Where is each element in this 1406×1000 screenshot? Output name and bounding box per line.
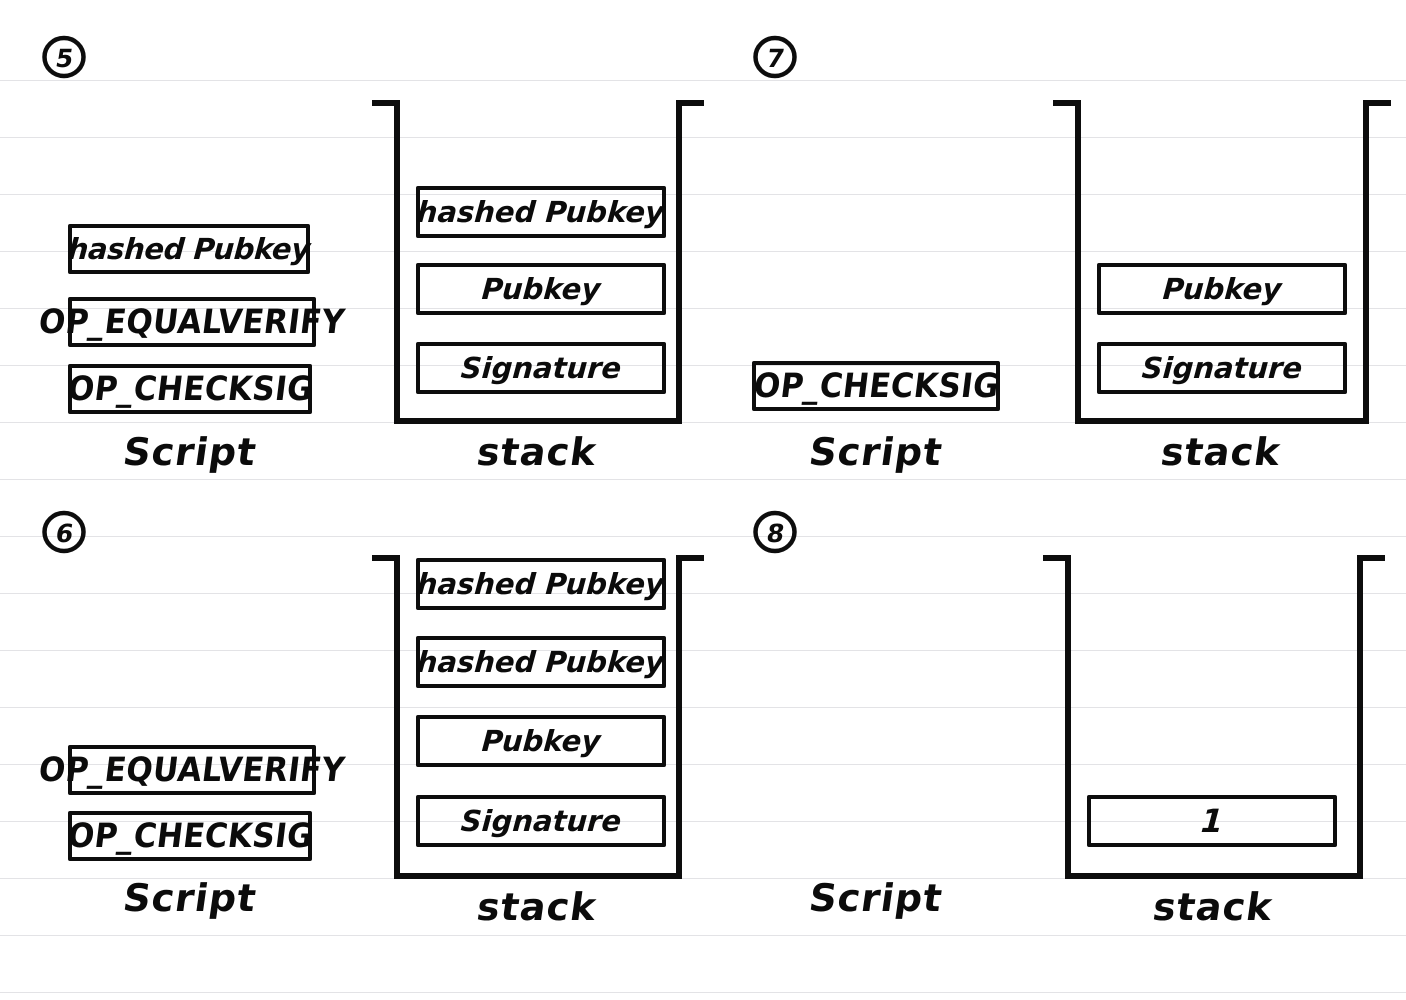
- stack-item[interactable]: hashed Pubkey: [416, 186, 666, 238]
- script-column-8: Script: [703, 500, 1048, 1000]
- stack-container-7: Pubkey Signature stack: [1053, 100, 1391, 474]
- stack-column-label: stack: [1150, 885, 1276, 929]
- step-number-badge-5: 5: [42, 35, 86, 79]
- stack-item[interactable]: Pubkey: [416, 715, 666, 767]
- stack-item[interactable]: hashed Pubkey: [416, 558, 666, 610]
- script-op-label: OP_CHECKSIG: [751, 366, 1001, 406]
- stack-items-5: hashed Pubkey Pubkey Signature: [410, 100, 666, 424]
- step-number-badge-6: 6: [42, 510, 86, 554]
- stack-flange-left: [1043, 555, 1071, 561]
- stack-item-label: 1: [1199, 802, 1225, 840]
- stack-container-5: hashed Pubkey Pubkey Signature stack: [372, 100, 704, 474]
- script-op-box[interactable]: OP_CHECKSIG: [65, 364, 315, 414]
- script-op-box[interactable]: OP_CHECKSIG: [751, 361, 1001, 411]
- script-column-label: Script: [120, 430, 260, 474]
- stack-item-label: hashed Pubkey: [416, 645, 666, 679]
- script-column-5: hashed Pubkey OP_EQUALVERIFY OP_CHECKSIG…: [0, 0, 360, 500]
- stack-wall-right: [1357, 555, 1363, 879]
- stack-wall-left: [394, 100, 400, 424]
- stack-item[interactable]: Pubkey: [1097, 263, 1347, 315]
- stack-column-label: stack: [474, 885, 600, 929]
- stack-item-label: Pubkey: [1161, 272, 1283, 306]
- stack-item[interactable]: 1: [1087, 795, 1337, 847]
- stack-wall-right: [676, 100, 682, 424]
- step-number-badge-8: 8: [753, 510, 797, 554]
- stack-wall-bottom: [394, 418, 682, 424]
- stack-wall-right: [676, 555, 682, 879]
- stack-container-6: hashed Pubkey hashed Pubkey Pubkey Signa…: [372, 555, 704, 929]
- stack-items-8: 1: [1081, 555, 1347, 879]
- script-op-label: OP_EQUALVERIFY: [36, 302, 348, 342]
- stack-item[interactable]: Signature: [416, 342, 666, 394]
- stack-item-label: Signature: [459, 351, 623, 385]
- stack-item-label: Pubkey: [480, 724, 602, 758]
- stack-item[interactable]: hashed Pubkey: [416, 636, 666, 688]
- stack-flange-left: [1053, 100, 1081, 106]
- stack-flange-left: [372, 555, 400, 561]
- stack-wall-bottom: [1065, 873, 1363, 879]
- stack-items-6: hashed Pubkey hashed Pubkey Pubkey Signa…: [410, 555, 666, 879]
- stack-flange-left: [372, 100, 400, 106]
- script-op-label: OP_CHECKSIG: [65, 369, 315, 409]
- stack-wall-left: [1075, 100, 1081, 424]
- script-column-label: Script: [120, 876, 260, 920]
- stack-item-label: Pubkey: [480, 272, 602, 306]
- script-op-label: hashed Pubkey: [66, 232, 312, 266]
- stack-item[interactable]: Signature: [1097, 342, 1347, 394]
- script-op-box[interactable]: OP_EQUALVERIFY: [37, 745, 347, 795]
- stack-flange-right: [676, 555, 704, 561]
- panel-step-5: 5 hashed Pubkey OP_EQUALVERIFY OP_CHECKS…: [0, 0, 704, 500]
- stack-container-8: 1 stack: [1043, 555, 1385, 929]
- script-column-label: Script: [806, 876, 946, 920]
- stack-wall-bottom: [1075, 418, 1369, 424]
- stack-flange-right: [676, 100, 704, 106]
- step-number-badge-7: 7: [753, 35, 797, 79]
- script-column-label: Script: [806, 430, 946, 474]
- stack-item[interactable]: Signature: [416, 795, 666, 847]
- stack-item-label: hashed Pubkey: [416, 195, 666, 229]
- stack-items-7: Pubkey Signature: [1091, 100, 1353, 424]
- stack-item-label: hashed Pubkey: [416, 567, 666, 601]
- stack-column-label: stack: [1158, 430, 1284, 474]
- panel-step-6: 6 OP_EQUALVERIFY OP_CHECKSIG Script hash…: [0, 500, 704, 1000]
- panel-step-8: 8 Script 1 stack: [703, 500, 1406, 1000]
- script-op-box[interactable]: OP_EQUALVERIFY: [37, 297, 347, 347]
- stack-flange-right: [1357, 555, 1385, 561]
- stack-wall-left: [394, 555, 400, 879]
- stack-column-label: stack: [474, 430, 600, 474]
- script-op-box[interactable]: OP_CHECKSIG: [65, 811, 315, 861]
- stack-item[interactable]: Pubkey: [416, 263, 666, 315]
- panel-step-7: 7 OP_CHECKSIG Script Pubkey Signature: [703, 0, 1406, 500]
- stack-flange-right: [1363, 100, 1391, 106]
- script-op-label: OP_CHECKSIG: [65, 816, 315, 856]
- script-op-label: OP_EQUALVERIFY: [36, 750, 348, 790]
- stack-wall-left: [1065, 555, 1071, 879]
- stack-item-label: Signature: [1140, 351, 1304, 385]
- stack-wall-bottom: [394, 873, 682, 879]
- stack-item-label: Signature: [459, 804, 623, 838]
- script-column-6: OP_EQUALVERIFY OP_CHECKSIG Script: [0, 500, 360, 1000]
- script-column-7: OP_CHECKSIG Script: [703, 0, 1048, 500]
- stack-wall-right: [1363, 100, 1369, 424]
- script-op-box[interactable]: hashed Pubkey: [66, 224, 312, 274]
